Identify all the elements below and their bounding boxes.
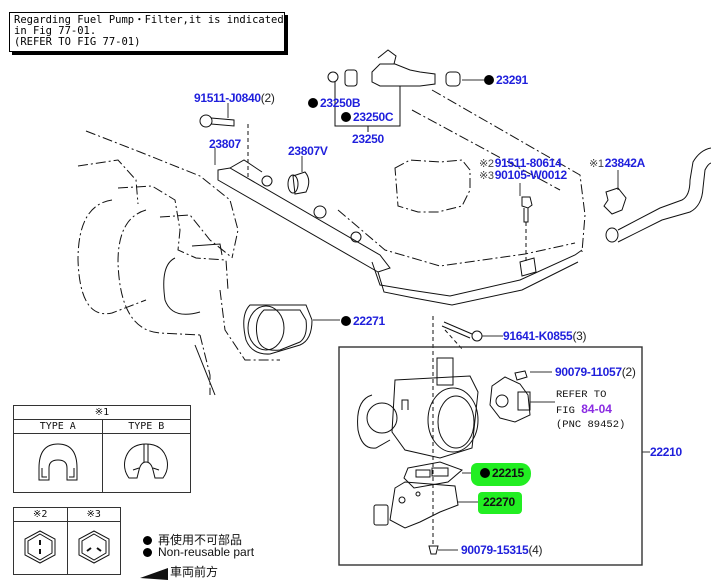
non-reusable-dot-icon	[143, 536, 152, 545]
part-label-91511-J0840[interactable]: 91511-J0840(2)	[194, 91, 275, 105]
part-label-90079-15315[interactable]: 90079-15315(4)	[461, 543, 543, 557]
intake-manifold-solid	[163, 243, 223, 396]
intake-manifold-drawing	[77, 130, 280, 395]
non-reusable-dot-icon	[341, 112, 351, 122]
bolt-type-2-header: ※2	[13, 507, 68, 522]
non-reusable-dot-icon	[308, 98, 318, 108]
note-line-2: in Fig 77-01.	[14, 25, 97, 37]
legend-non-reusable-jp: 再使用不可部品	[143, 531, 242, 548]
note-line-1: Regarding Fuel Pump・Filter,it is indicat…	[14, 14, 284, 26]
part-label-90105-W0012[interactable]: ※390105-W0012	[479, 168, 567, 182]
highlight-22270	[478, 492, 522, 514]
part-label-23807[interactable]: 23807	[209, 137, 241, 151]
type-table-header: ※1	[13, 405, 191, 420]
isc-valve-drawing	[373, 481, 459, 555]
part-label-23250[interactable]: 23250	[352, 132, 384, 146]
non-reusable-dot-icon	[143, 548, 152, 557]
throttle-body-drawing	[357, 357, 479, 459]
part-label-23291[interactable]: 23291	[484, 73, 528, 87]
note-line-3: (REFER TO FIG 77-01)	[14, 36, 141, 48]
bolt-91511-J0840-drawing	[199, 114, 249, 178]
type-b-header: TYPE B	[101, 419, 191, 434]
clip-type-a-icon	[38, 442, 78, 480]
fig-84-04-link[interactable]: 84-04	[581, 402, 612, 416]
non-reusable-dot-icon	[341, 316, 351, 326]
bolt-type-3-cell	[66, 521, 121, 575]
bolt-head-type-3-icon	[78, 529, 110, 564]
clip-type-table: ※1 TYPE A TYPE B	[13, 405, 191, 493]
vehicle-front-label: 車両前方	[170, 565, 219, 579]
reference-note: Regarding Fuel Pump・Filter,it is indicat…	[9, 12, 285, 52]
assembly-frame-22210	[338, 346, 643, 566]
damper-23807V-drawing	[287, 171, 310, 195]
type-b-cell	[101, 433, 191, 493]
part-label-22210[interactable]: 22210	[650, 445, 682, 459]
head-cover-drawing	[337, 89, 586, 267]
part-label-22271[interactable]: 22271	[341, 314, 385, 328]
part-label-23250B[interactable]: 23250B	[308, 96, 361, 110]
part-label-23250C[interactable]: 23250C	[341, 110, 394, 124]
part-label-22270[interactable]: 22270	[483, 495, 515, 509]
bolt-type-3-header: ※3	[66, 507, 121, 522]
part-label-23842A[interactable]: ※123842A	[589, 156, 645, 170]
gasket-22215-drawing	[403, 461, 463, 489]
part-label-91511-80614[interactable]: ※291511-80614	[479, 156, 562, 170]
leader-lines	[214, 79, 650, 551]
bolt-type-2-cell	[13, 521, 68, 575]
throttle-sensor-drawing	[489, 370, 531, 423]
front-arrow-icon	[140, 568, 168, 580]
leader-dashes	[432, 316, 464, 545]
fuel-rail-drawing	[217, 159, 583, 306]
clip-type-b-icon	[124, 442, 169, 478]
part-label-91641-K0855[interactable]: 91641-K0855(3)	[503, 329, 587, 343]
bolt-head-type-2-icon	[24, 529, 56, 564]
bolt-91511-80614-drawing	[519, 196, 537, 277]
part-label-22215[interactable]: 22215	[480, 466, 524, 480]
clip-23842A-drawing	[603, 173, 627, 215]
non-reusable-dot-icon	[484, 75, 494, 85]
type-a-cell	[13, 433, 103, 493]
part-label-90079-11057[interactable]: 90079-11057(2)	[555, 365, 636, 379]
type-a-header: TYPE A	[13, 419, 103, 434]
bolt-91641-K0855-drawing	[441, 321, 483, 342]
part-label-23807V[interactable]: 23807V	[288, 144, 328, 158]
injector-drawing	[327, 49, 461, 132]
non-reusable-dot-icon	[480, 468, 490, 478]
bolt-type-table: ※2 ※3	[13, 507, 121, 575]
refer-to-fig-note: REFER TO FIG 84-04 (PNC 89452)	[556, 389, 626, 431]
gasket-22271-drawing	[243, 304, 313, 355]
legend-non-reusable-en: Non-reusable part	[143, 545, 254, 559]
fuel-pipe-drawing	[605, 147, 711, 243]
